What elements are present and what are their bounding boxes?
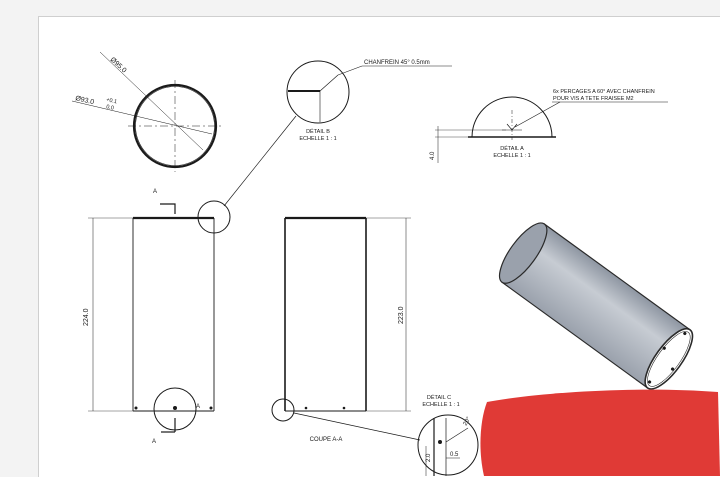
hole-mark bbox=[647, 380, 652, 384]
section-letter-side: A bbox=[196, 404, 200, 410]
detail-a-scale: ECHELLE 1 : 1 bbox=[493, 153, 530, 159]
hole-mark bbox=[683, 331, 687, 336]
detail-b-circle bbox=[286, 60, 350, 124]
detail-b-leader bbox=[337, 65, 363, 76]
front-view-height-label: 224.0 bbox=[83, 308, 90, 326]
detail-b-note: CHANFREIN 45° 0.5mm bbox=[364, 60, 430, 66]
red-redaction-scribble bbox=[480, 389, 720, 476]
detail-a-half-circle bbox=[471, 96, 553, 138]
detail-c-title: DÉTAIL C bbox=[427, 394, 451, 401]
detail-a-note-line2: POUR VIS A TETE FRAISEE M2 bbox=[553, 96, 634, 102]
detail-a-countersink bbox=[506, 123, 518, 131]
cylinder-back-end bbox=[498, 222, 548, 284]
front-view-holes bbox=[134, 406, 213, 410]
hole-mark bbox=[662, 346, 666, 350]
dia-outer-label: Ø95.0 bbox=[109, 56, 128, 74]
section-cut-top bbox=[160, 203, 176, 214]
hole-mark bbox=[670, 367, 675, 371]
tolerance-upper: +0.1 bbox=[106, 97, 118, 105]
detail-a-title: DÉTAIL A bbox=[500, 145, 524, 152]
detail-a-leader bbox=[514, 101, 561, 128]
dia-inner-label: Ø93.0 bbox=[75, 95, 95, 106]
section-letter-top: A bbox=[153, 189, 157, 195]
hole-mark bbox=[173, 406, 177, 410]
detail-b-link bbox=[223, 115, 297, 207]
detail-c-bevel bbox=[445, 427, 469, 443]
detail-b-scale: ECHELLE 1 : 1 bbox=[299, 136, 336, 142]
detail-c-hole bbox=[438, 440, 442, 444]
section-letter-bottom: A bbox=[152, 439, 156, 445]
detail-c-circle bbox=[417, 414, 479, 476]
detail-b-chamfer bbox=[319, 74, 339, 92]
leader-dia-inner bbox=[71, 100, 213, 135]
cylinder-3d-render bbox=[498, 222, 694, 390]
hole-mark bbox=[342, 406, 346, 410]
section-view bbox=[271, 216, 421, 441]
top-view bbox=[71, 51, 222, 172]
detail-c-dim-horizontal: 0.5 bbox=[450, 452, 459, 458]
detail-b bbox=[223, 60, 452, 207]
detail-a-dim-height: 4.0 bbox=[430, 151, 436, 160]
hole-mark bbox=[209, 406, 213, 410]
cylinder-front-inner bbox=[647, 331, 691, 387]
detail-a-note-line1: 6x PERCAGES A 60° AVEC CHANFREIN bbox=[553, 89, 655, 95]
detail-c-dim-vertical: 2.0 bbox=[426, 453, 432, 462]
hole-mark bbox=[304, 406, 308, 410]
detail-c bbox=[417, 414, 479, 476]
detail-c-link bbox=[293, 412, 421, 441]
detail-c-dim-angle: 20° bbox=[463, 416, 473, 427]
section-height-label: 223.0 bbox=[398, 306, 405, 324]
detail-c-scale: ECHELLE 1 : 1 bbox=[422, 402, 459, 408]
detail-a bbox=[435, 96, 668, 163]
section-title: COUPE A-A bbox=[310, 437, 343, 443]
hole-mark bbox=[134, 406, 138, 410]
detail-b-marker-circle bbox=[197, 200, 231, 234]
detail-c-marker-circle bbox=[271, 398, 295, 422]
tolerance-lower: 0.0 bbox=[106, 104, 115, 112]
front-view bbox=[88, 200, 231, 433]
detail-b-title: DÉTAIL B bbox=[306, 128, 330, 135]
leader-dia-outer bbox=[99, 51, 204, 151]
section-view-holes bbox=[304, 406, 346, 410]
